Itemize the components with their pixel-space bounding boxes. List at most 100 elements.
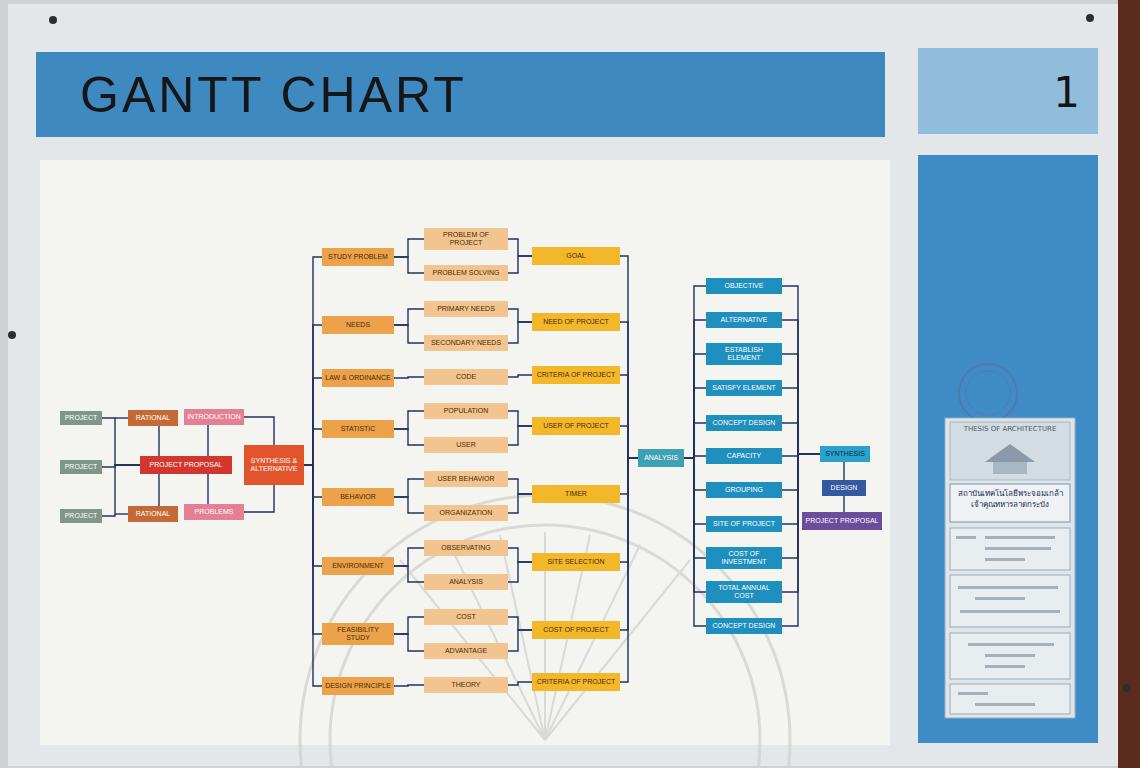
- box-label: COST OF PROJECT: [535, 626, 617, 634]
- connector: [394, 685, 424, 686]
- box-label: RATIONAL: [131, 510, 175, 518]
- box-label: CONCEPT DESIGN: [709, 622, 779, 630]
- process-box: OBSERVATING: [424, 540, 508, 556]
- blur-line: [968, 643, 1054, 646]
- connector: [394, 257, 424, 273]
- box-label: TIMER: [535, 490, 617, 498]
- box-label: CRITERIA OF PROJECT: [535, 371, 617, 379]
- connector: [684, 388, 706, 458]
- connector: [394, 239, 424, 257]
- seal-rays: [400, 532, 690, 740]
- box-label: PROJECT PROPOSAL: [805, 517, 879, 525]
- box-label: ORGANIZATION: [427, 509, 505, 517]
- connector: [782, 388, 820, 454]
- process-box: ANALYSIS: [638, 449, 684, 467]
- pin: [1123, 684, 1131, 692]
- box-label: SATISFY ELEMENT: [709, 384, 779, 392]
- stamp: [966, 371, 1010, 415]
- pins: [8, 14, 1131, 692]
- connector: [782, 354, 820, 454]
- connector: [508, 309, 532, 322]
- connector: [620, 458, 638, 682]
- card-box: [950, 528, 1070, 570]
- box-label: NEED OF PROJECT: [535, 318, 617, 326]
- process-box: ADVANTAGE: [424, 643, 508, 659]
- process-box: STATISTIC: [322, 420, 394, 438]
- box-label: DESIGN: [825, 484, 863, 492]
- connector: [684, 458, 706, 626]
- blur-line: [985, 665, 1025, 668]
- box-label: ENVIRONMENT: [325, 562, 391, 570]
- process-box: RATIONAL: [128, 410, 178, 426]
- process-box: USER BEHAVIOR: [424, 471, 508, 487]
- process-box: SECONDARY NEEDS: [424, 335, 508, 351]
- connector: [620, 458, 638, 630]
- process-box: COST OF PROJECT: [532, 621, 620, 639]
- process-box: CRITERIA OF PROJECT: [532, 366, 620, 384]
- box-label: COST: [427, 613, 505, 621]
- box-label: SECONDARY NEEDS: [427, 339, 505, 347]
- box-label: TOTAL ANNUAL COST: [709, 584, 779, 600]
- watermark-seal: [300, 495, 790, 768]
- process-box: SITE OF PROJECT: [706, 516, 782, 532]
- process-box: FEASIBILITY STUDY: [322, 623, 394, 645]
- connector: [508, 322, 532, 343]
- process-box: USER: [424, 437, 508, 453]
- connector: [304, 325, 322, 465]
- process-box: NEED OF PROJECT: [532, 313, 620, 331]
- connector: [508, 682, 532, 685]
- blur-line: [960, 610, 1060, 613]
- frame-edge: [1118, 0, 1140, 768]
- box-label: PROBLEM OF PROJECT: [427, 231, 505, 247]
- emblem-house: [993, 462, 1027, 474]
- connector: [158, 426, 159, 456]
- box-label: SYNTHESIS & ALTERNATIVE: [247, 457, 301, 473]
- connector: [508, 548, 532, 562]
- chart-area: [40, 160, 890, 745]
- connector: [620, 322, 638, 458]
- connector: [508, 239, 532, 256]
- connector: [394, 429, 424, 445]
- process-box: PROJECT: [60, 509, 102, 523]
- connector: [620, 458, 638, 562]
- pin: [1086, 14, 1094, 22]
- process-box: NEEDS: [322, 316, 394, 334]
- connector: [620, 256, 638, 458]
- process-box: ALTERNATIVE: [706, 312, 782, 328]
- process-box: GROUPING: [706, 482, 782, 498]
- connector: [684, 320, 706, 458]
- box-label: CODE: [427, 373, 505, 381]
- connector: [508, 617, 532, 630]
- connector: [394, 617, 424, 634]
- bracket-stubs: [115, 418, 128, 514]
- box-label: PROJECT: [63, 463, 99, 471]
- connector: [843, 462, 844, 480]
- card: [945, 418, 1075, 718]
- connector: [304, 257, 322, 465]
- process-box: PROJECT PROPOSAL: [140, 456, 232, 474]
- process-box: ORGANIZATION: [424, 505, 508, 521]
- connector: [394, 479, 424, 497]
- connector: [508, 562, 532, 582]
- connector: [207, 425, 208, 456]
- process-box: INTRODUCTION: [184, 409, 244, 425]
- box-label: ALTERNATIVE: [709, 316, 779, 324]
- process-box: STUDY PROBLEM: [322, 248, 394, 266]
- process-box: DESIGN PRINCIPLE: [322, 677, 394, 695]
- box-label: ANALYSIS: [427, 578, 505, 586]
- connector: [782, 320, 820, 454]
- connector: [244, 485, 274, 512]
- box-label: GOAL: [535, 252, 617, 260]
- box-label: NEEDS: [325, 321, 391, 329]
- connector: [207, 474, 208, 504]
- process-box: ENVIRONMENT: [322, 557, 394, 575]
- connector: [508, 256, 532, 273]
- process-box: THEORY: [424, 677, 508, 693]
- card-box: [950, 575, 1070, 627]
- process-box: SYNTHESIS & ALTERNATIVE: [244, 445, 304, 485]
- connector: [394, 566, 424, 582]
- process-box: CONCEPT DESIGN: [706, 415, 782, 431]
- connector: [158, 474, 159, 506]
- box-label: USER OF PROJECT: [535, 422, 617, 430]
